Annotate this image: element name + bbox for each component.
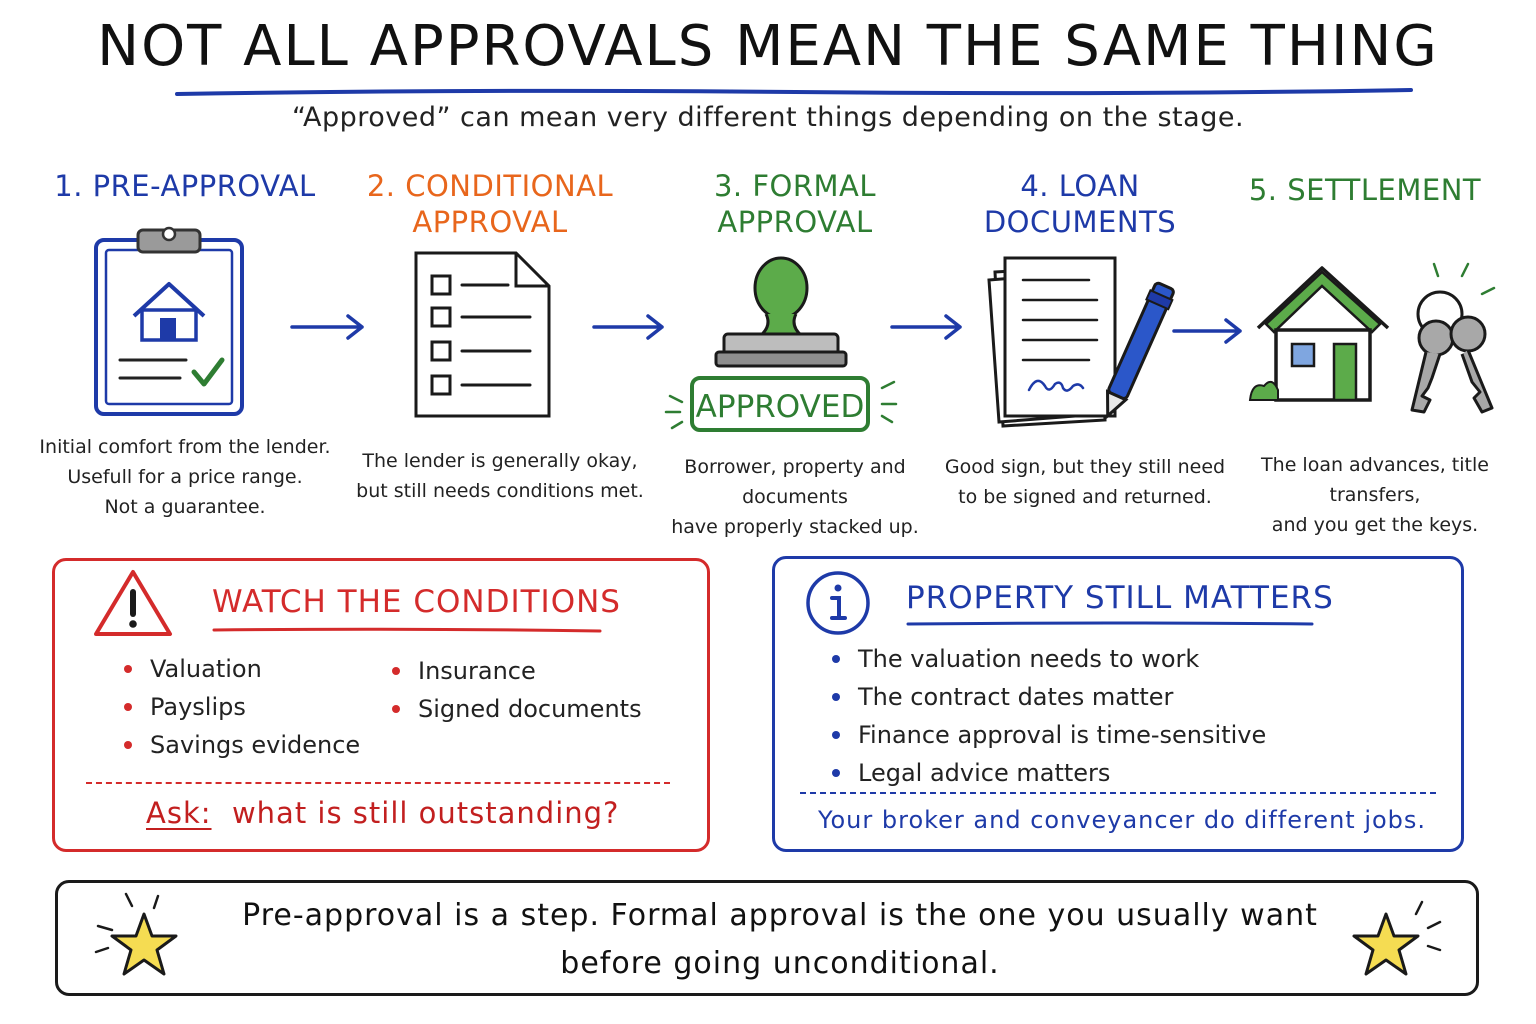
star-icon (1352, 900, 1442, 976)
page-title: NOT ALL APPROVALS MEAN THE SAME THING (97, 14, 1439, 79)
step-2-desc: The lender is generally okay, but still … (356, 450, 644, 502)
summary-text: Pre-approval is a step. Formal approval … (200, 892, 1360, 988)
house-keys-icon (1248, 262, 1496, 414)
step-1-title: 1. PRE-APPROVAL (54, 169, 316, 203)
property-list: The valuation needs to work The contract… (828, 640, 1388, 792)
warning-icon (94, 570, 172, 636)
conditions-list-1: Valuation Payslips Savings evidence (120, 650, 390, 764)
star-icon (94, 892, 178, 976)
arrow-icon (592, 314, 664, 340)
conditions-title: WATCH THE CONDITIONS (212, 584, 621, 620)
step-4-desc: Good sign, but they still need to be sig… (944, 456, 1226, 508)
arrow-icon (290, 314, 364, 340)
summary-line-2: before going unconditional. (560, 946, 1000, 981)
stamp-text: APPROVED (696, 389, 865, 425)
step-2-title: 2. CONDITIONAL APPROVAL (366, 169, 614, 239)
signed-documents-pen-icon (987, 256, 1175, 428)
list-item: Payslips (120, 688, 390, 726)
approved-stamp-icon: APPROVED (664, 256, 898, 432)
summary-banner (55, 880, 1479, 996)
list-item: Signed documents (388, 690, 688, 728)
clipboard-house-icon (94, 226, 244, 416)
property-panel (772, 556, 1464, 852)
divider (800, 792, 1436, 794)
property-title: PROPERTY STILL MATTERS (906, 580, 1334, 616)
list-item: The contract dates matter (828, 678, 1388, 716)
divider (86, 782, 670, 784)
list-item: Insurance (388, 652, 688, 690)
step-5-title: 5. SETTLEMENT (1248, 173, 1482, 207)
property-title-underline (906, 621, 1314, 626)
checklist-document-icon (414, 251, 551, 418)
list-item: Savings evidence (120, 726, 390, 764)
property-note: Your broker and conveyancer do different… (818, 806, 1427, 834)
step-3-title: 3. FORMAL APPROVAL (713, 169, 877, 239)
info-icon (806, 571, 870, 635)
list-item: Valuation (120, 650, 390, 688)
list-item: The valuation needs to work (828, 640, 1388, 678)
conditions-title-underline (212, 627, 602, 633)
page-subtitle: “Approved” can mean very different thing… (291, 102, 1245, 133)
title-underline (175, 88, 1413, 96)
list-item: Legal advice matters (828, 754, 1388, 792)
step-4-title: 4. LOAN DOCUMENTS (983, 169, 1177, 239)
conditions-list-2: Insurance Signed documents (388, 652, 688, 728)
step-5-desc: The loan advances, title transfers, and … (1261, 454, 1489, 536)
arrow-icon (890, 314, 962, 340)
summary-line-1: Pre-approval is a step. Formal approval … (242, 898, 1318, 933)
conditions-panel (52, 558, 710, 852)
ask-question: Ask: what is still outstanding? (146, 796, 620, 830)
arrow-icon (1172, 318, 1242, 344)
step-3-desc: Borrower, property and documents have pr… (671, 456, 919, 538)
step-1-desc: Initial comfort from the lender. Usefull… (39, 436, 331, 518)
list-item: Finance approval is time-sensitive (828, 716, 1388, 754)
